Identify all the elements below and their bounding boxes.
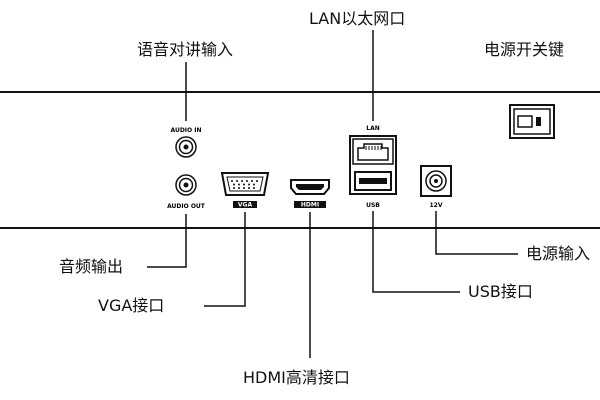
callout-audio-out: 音频输出 xyxy=(59,257,124,276)
callout-hdmi: HDMI高清接口 xyxy=(243,368,350,387)
audio-out-port-label: AUDIO OUT xyxy=(167,203,206,210)
leader-usb xyxy=(372,211,460,293)
leader-vga xyxy=(204,212,246,307)
audio-out-port: AUDIO OUT xyxy=(167,174,206,210)
lan-port-label: LAN xyxy=(366,125,380,132)
chassis-outline xyxy=(0,91,600,229)
callout-power-input: 电源输入 xyxy=(526,244,591,263)
power-switch xyxy=(509,104,555,139)
vga-port-label: VGA xyxy=(238,202,253,209)
callout-power-switch: 电源开关键 xyxy=(484,40,565,59)
leader-audio-out xyxy=(147,214,187,268)
leader-lines xyxy=(147,30,518,358)
callout-vga: VGA接口 xyxy=(98,296,165,315)
hdmi-port: HDMI xyxy=(290,179,330,209)
callout-usb: USB接口 xyxy=(468,282,533,301)
leader-power-input xyxy=(435,211,518,255)
callout-lan: LAN以太网口 xyxy=(309,9,406,28)
usb-port xyxy=(354,171,392,191)
dc-port-label: 12V xyxy=(430,202,443,209)
usb-port-label: USB xyxy=(366,202,380,209)
audio-in-port-label: AUDIO IN xyxy=(171,127,202,134)
lan-port xyxy=(352,138,394,165)
audio-in-port: AUDIO IN xyxy=(171,127,202,158)
lan-usb-port-block: LAN USB xyxy=(349,125,397,209)
hdmi-port-label: HDMI xyxy=(301,202,319,209)
callout-audio-in: 语音对讲输入 xyxy=(137,40,234,59)
dc-power-port: 12V xyxy=(420,165,452,209)
vga-port: VGA xyxy=(220,172,270,209)
